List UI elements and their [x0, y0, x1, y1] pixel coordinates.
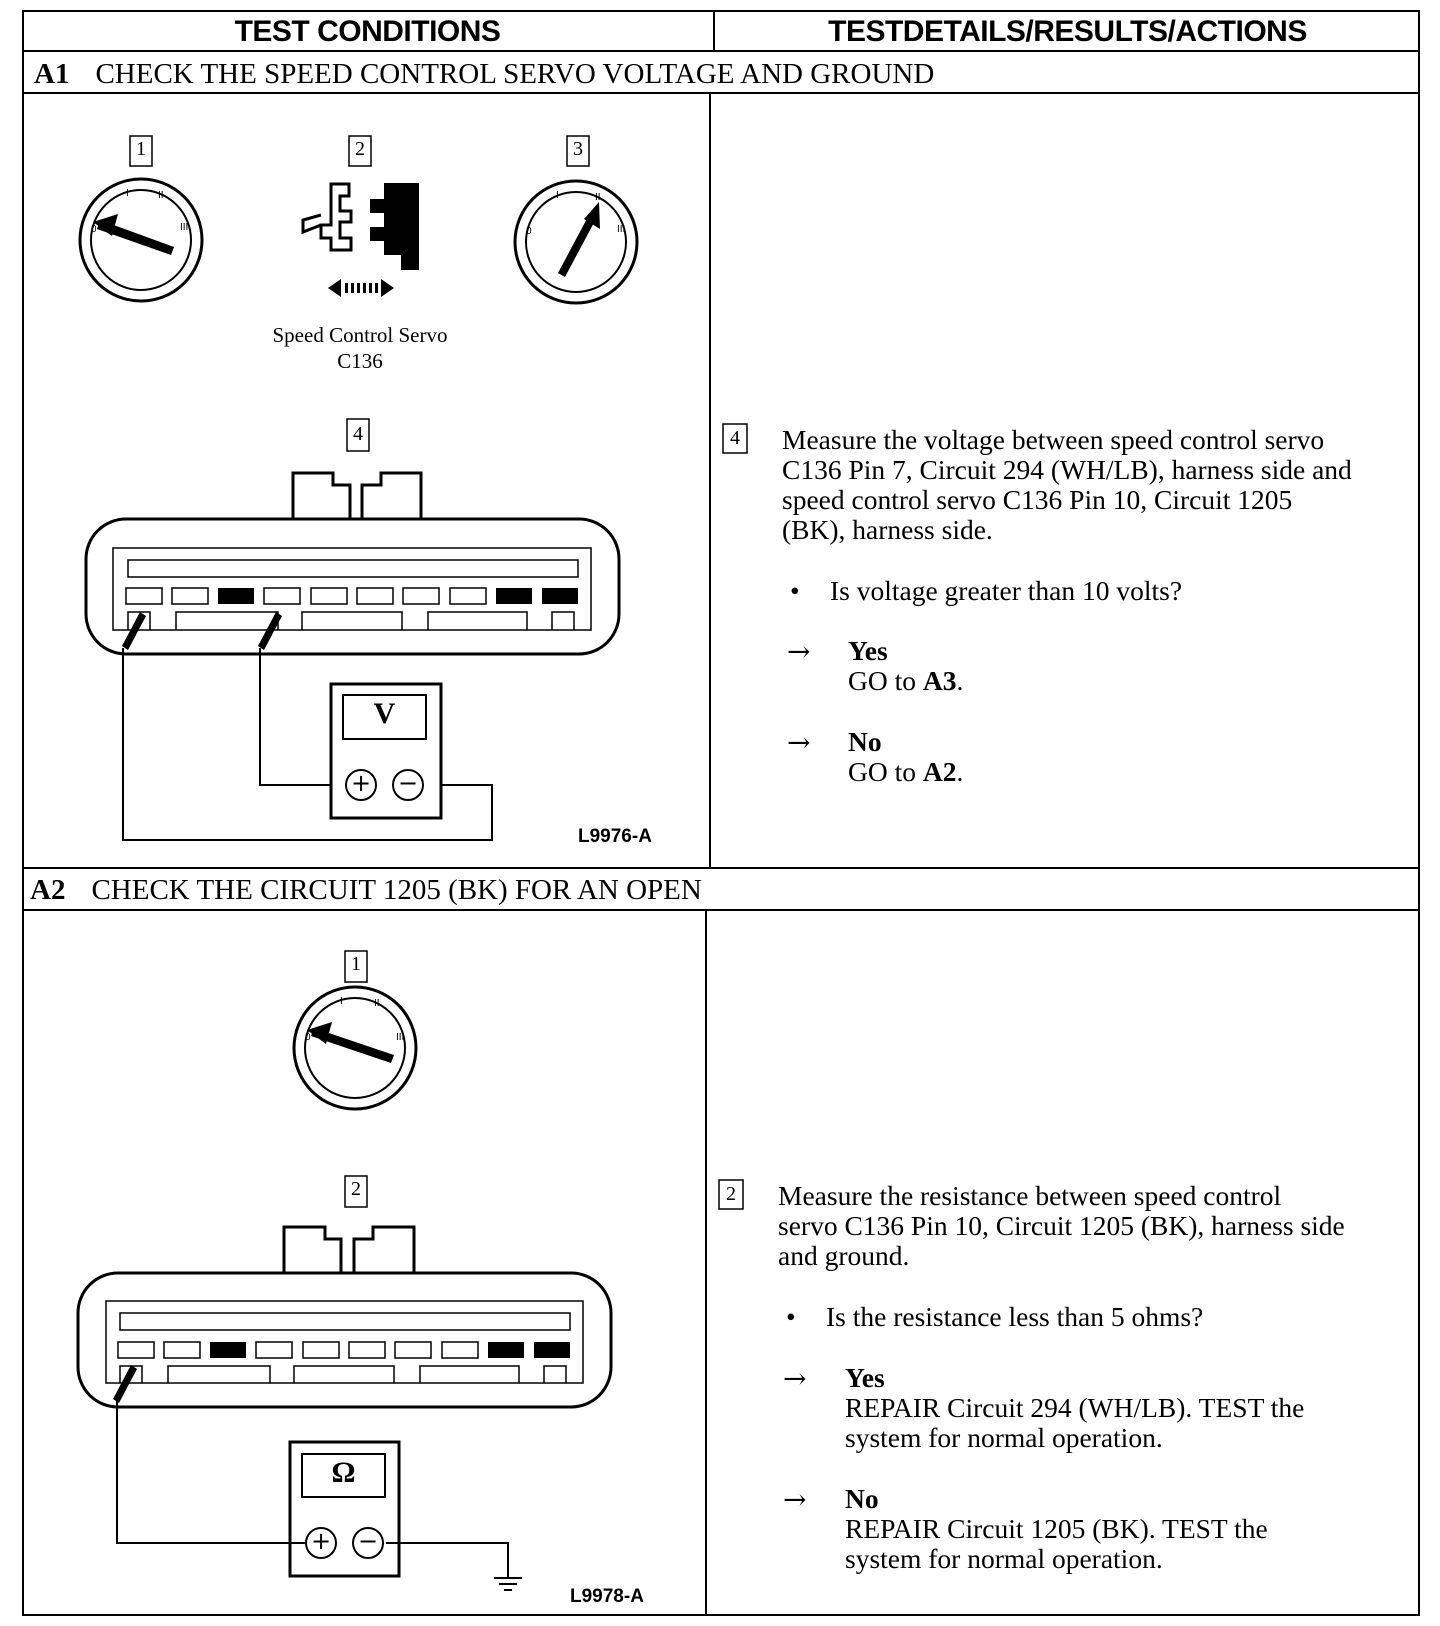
a2-no-action: REPAIR Circuit 1205 (BK). TEST the syste…: [845, 1514, 1268, 1574]
svg-text:III: III: [180, 222, 188, 233]
a2-connector-face: [76, 1225, 613, 1591]
a1-yes-action: GO to A3.: [848, 665, 964, 696]
a2-code: A2: [30, 874, 66, 906]
a2-yes-arrow: →: [783, 1362, 807, 1395]
a1-step-box-2: [348, 135, 372, 167]
a2-instruction-line: servo C136 Pin 10, Circuit 1205 (BK), ha…: [778, 1210, 1345, 1241]
a1-connector-face: [84, 471, 621, 841]
a1-title: CHECK THE SPEED CONTROL SERVO VOLTAGE AN…: [95, 58, 935, 90]
a2-step-box-1: [344, 950, 368, 983]
a1-step-ref-box: [722, 423, 748, 454]
servo-label-line1: Speed Control Servo: [272, 323, 448, 347]
svg-text:I: I: [126, 188, 129, 199]
a2-column-divider: [705, 909, 707, 1616]
a1-instruction-line: (BK), harness side.: [782, 514, 993, 545]
svg-text:0: 0: [526, 226, 532, 237]
voltmeter-symbol: V: [373, 697, 396, 730]
a1-step-box-3: [566, 135, 590, 167]
a2-bullet: •: [786, 1301, 796, 1332]
a2-step-number-2: 2: [351, 1178, 361, 1200]
header-divider: [22, 50, 1420, 52]
a1-no-label: No: [848, 726, 882, 757]
svg-text:0: 0: [305, 1032, 311, 1043]
svg-text:II: II: [158, 190, 164, 201]
a1-step-number-1: 1: [136, 138, 146, 160]
a2-instruction-line: Measure the resistance between speed con…: [778, 1180, 1282, 1211]
a2-no-action-line: REPAIR Circuit 1205 (BK). TEST the: [845, 1513, 1268, 1544]
header-test-conditions: TEST CONDITIONS: [234, 15, 501, 48]
a1-title-divider: [22, 92, 1420, 94]
a2-question: Is the resistance less than 5 ohms?: [826, 1301, 1204, 1332]
a1-yes-arrow: →: [787, 635, 811, 668]
ohmmeter-minus-symbol: −: [357, 1527, 379, 1555]
a2-step-box-2: [344, 1175, 368, 1208]
svg-text:III: III: [617, 224, 625, 235]
a1-step-number-4: 4: [353, 423, 363, 445]
ohmmeter-symbol: Ω: [331, 1456, 356, 1489]
a2-title-divider: [22, 909, 1420, 911]
svg-text:II: II: [595, 192, 601, 203]
a1-instruction: Measure the voltage between speed contro…: [782, 425, 1417, 545]
a1-no-action: GO to A2.: [848, 756, 964, 787]
a2-ignition-switch-off-icon: 0 I II III: [292, 985, 418, 1111]
servo-label-line2: C136: [337, 349, 383, 373]
a1-section-title: A1 CHECK THE SPEED CONTROL SERVO VOLTAGE …: [34, 56, 934, 92]
servo-connector-icon: [301, 182, 419, 297]
a1-yes-label: Yes: [848, 635, 888, 666]
a1-step-box-4: [346, 418, 370, 452]
a2-step-ref-number: 2: [726, 1183, 736, 1205]
ignition-switch-off-icon: 0 I II III: [78, 177, 204, 303]
a1-yes-action-prefix: GO to: [848, 665, 923, 696]
a2-step-ref-box: [718, 1179, 744, 1210]
ignition-switch-run-icon: 0 I II III: [513, 179, 639, 305]
diagnostic-table: [22, 10, 1420, 1616]
voltmeter-icon: [329, 682, 443, 820]
svg-text:I: I: [556, 190, 559, 201]
a1-step-ref-number: 4: [730, 427, 740, 449]
a2-yes-action: REPAIR Circuit 294 (WH/LB). TEST the sys…: [845, 1393, 1304, 1453]
header-test-details: TESTDETAILS/RESULTS/ACTIONS: [828, 15, 1307, 48]
a1-instruction-line: Measure the voltage between speed contro…: [782, 424, 1325, 455]
a2-instruction: Measure the resistance between speed con…: [778, 1181, 1418, 1271]
svg-text:II: II: [374, 998, 380, 1009]
a1-no-action-target: A2: [922, 756, 957, 787]
svg-text:0: 0: [91, 224, 97, 235]
a1-yes-action-target: A3: [922, 665, 957, 696]
voltmeter-minus-symbol: −: [397, 769, 419, 797]
svg-text:I: I: [340, 996, 343, 1007]
a1-instruction-line: speed control servo C136 Pin 10, Circuit…: [782, 484, 1293, 515]
a2-step-number-1: 1: [351, 953, 361, 975]
a2-yes-action-line: system for normal operation.: [845, 1422, 1163, 1453]
header-column-divider: [713, 10, 715, 52]
a1-step-box-1: [129, 135, 153, 167]
a1-question: Is voltage greater than 10 volts?: [830, 575, 1183, 606]
ohmmeter-plus-symbol: +: [310, 1527, 332, 1555]
a2-title: CHECK THE CIRCUIT 1205 (BK) FOR AN OPEN: [91, 874, 702, 906]
a1-step-number-2: 2: [355, 138, 365, 160]
a1-figure-id: L9976-A: [578, 826, 652, 847]
a2-no-action-line: system for normal operation.: [845, 1543, 1163, 1574]
a2-yes-label: Yes: [845, 1362, 885, 1393]
a1-step-number-3: 3: [573, 138, 583, 160]
a2-no-arrow: →: [783, 1483, 807, 1516]
a2-no-label: No: [845, 1483, 879, 1514]
voltmeter-plus-symbol: +: [350, 769, 372, 797]
a2-figure-id: L9978-A: [570, 1586, 644, 1607]
svg-text:III: III: [396, 1032, 404, 1043]
a2-yes-action-line: REPAIR Circuit 294 (WH/LB). TEST the: [845, 1392, 1305, 1423]
a1-code: A1: [34, 58, 70, 90]
a1-bullet: •: [790, 575, 800, 606]
a1-no-action-prefix: GO to: [848, 756, 923, 787]
section-divider: [22, 867, 1420, 869]
a2-instruction-line: and ground.: [778, 1240, 910, 1271]
a1-no-arrow: →: [787, 726, 811, 759]
ohmmeter-icon: [288, 1440, 401, 1578]
servo-label: Speed Control Servo C136: [240, 322, 480, 374]
a2-section-title: A2 CHECK THE CIRCUIT 1205 (BK) FOR AN OPE…: [30, 872, 702, 908]
a1-instruction-line: C136 Pin 7, Circuit 294 (WH/LB), harness…: [782, 454, 1352, 485]
a1-column-divider: [709, 92, 711, 869]
